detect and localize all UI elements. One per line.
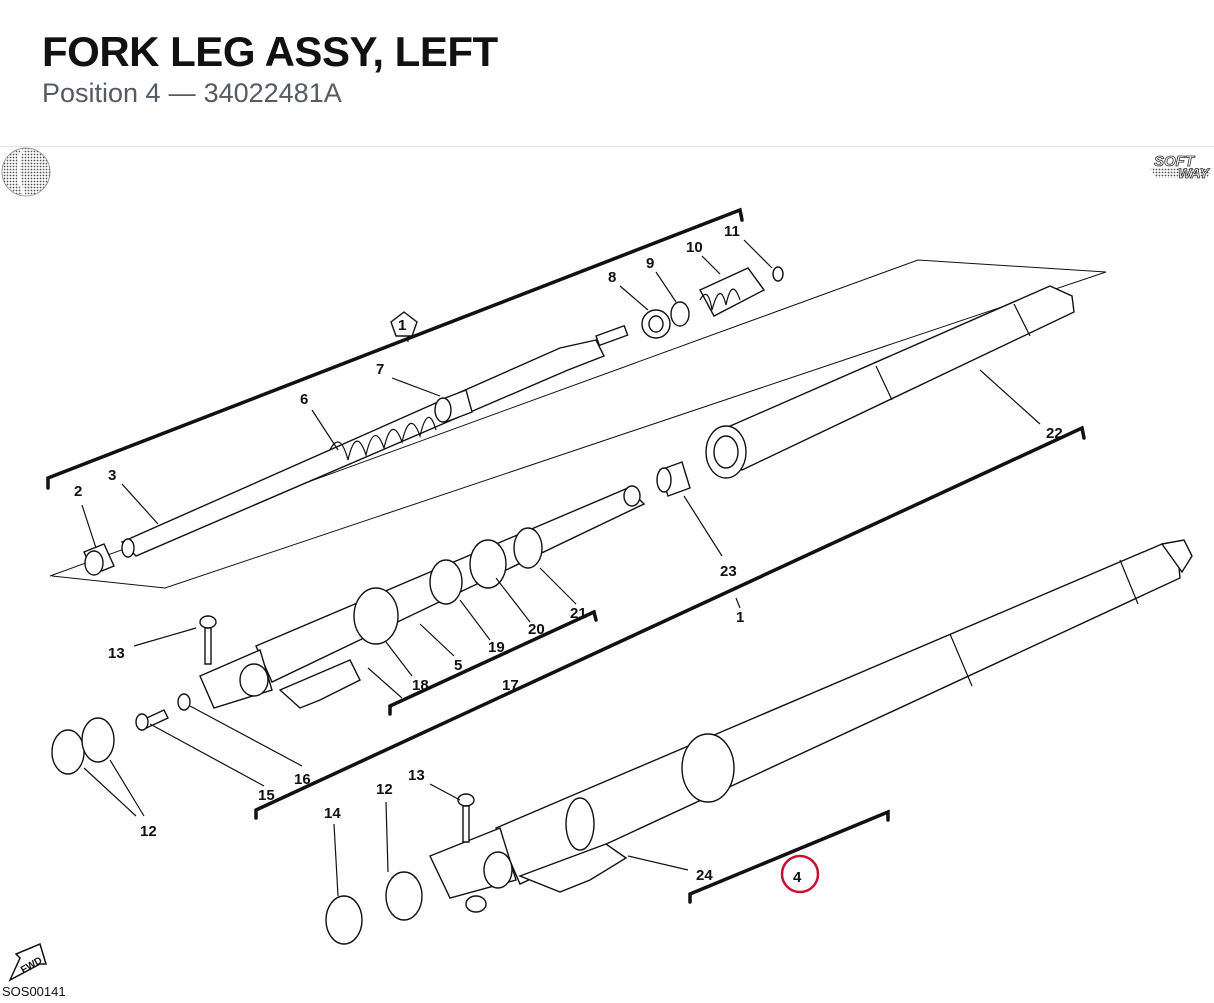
fwd-arrow-badge: FWD <box>8 942 48 982</box>
part-13-bolt-upper <box>199 615 217 665</box>
callout-3: 3 <box>108 467 116 484</box>
subtitle-separator: — <box>168 78 196 108</box>
callout-12-lower: 12 <box>376 781 393 798</box>
position-label: Position 4 <box>42 78 161 108</box>
callout-18: 18 <box>412 677 429 694</box>
callout-20: 20 <box>528 621 545 638</box>
callout-14: 14 <box>324 805 341 822</box>
callout-5: 5 <box>454 657 462 674</box>
callout-19: 19 <box>488 639 505 656</box>
assembly-bracket-4 <box>688 809 890 904</box>
part-17-inner-tube <box>255 485 646 683</box>
leader-lines <box>81 239 1041 897</box>
callout-12-upper: 12 <box>140 823 157 840</box>
callout-24: 24 <box>696 867 713 884</box>
part-14-clamp <box>325 895 363 945</box>
part-16-washer <box>177 693 191 711</box>
softway-logo-text-1: SOFT <box>1154 153 1196 170</box>
callout-2: 2 <box>74 483 82 500</box>
callout-21: 21 <box>570 605 587 622</box>
part-12-clamps-upper <box>51 717 115 775</box>
callout-7: 7 <box>376 361 384 378</box>
part-number: 34022481A <box>203 78 342 108</box>
part-7-collar <box>434 389 473 423</box>
callout-8: 8 <box>608 269 616 286</box>
callout-11: 11 <box>724 223 740 240</box>
part-8-bushing <box>641 309 671 339</box>
callout-16: 16 <box>294 771 311 788</box>
highlight-ring <box>780 854 820 894</box>
page-subtitle: Position 4—34022481A <box>42 78 342 109</box>
callout-9: 9 <box>646 255 654 272</box>
callout-13-upper: 13 <box>108 645 125 662</box>
part-10-spring <box>699 267 766 317</box>
callout-4: 4 <box>793 869 802 886</box>
callout-1: 1 <box>736 609 744 626</box>
part-13-bolt-lower <box>457 793 475 843</box>
drawing-code: SOS00141 <box>2 984 66 999</box>
part-4-assembled-leg <box>495 539 1193 885</box>
callout-23: 23 <box>720 563 737 580</box>
part-2-bushing <box>83 543 115 576</box>
alignment-lines <box>49 259 1107 589</box>
page-title: FORK LEG ASSY, LEFT <box>42 28 498 75</box>
callout-4-highlight[interactable]: 4 <box>780 854 820 894</box>
callout-labels: 2 3 6 7 8 9 10 11 22 23 1 21 20 19 5 17 … <box>74 223 1063 884</box>
callout-22: 22 <box>1046 425 1063 442</box>
assembly-bracket-1 <box>254 425 1086 820</box>
callout-6: 6 <box>300 391 308 408</box>
part-12-clamp-lower <box>385 871 423 921</box>
part-9-ring <box>670 301 690 327</box>
part-23-bushing <box>656 461 691 497</box>
subassembly-bracket-17 <box>388 609 598 716</box>
ducati-logo <box>1 147 51 197</box>
callout-13-lower: 13 <box>408 767 425 784</box>
callout-17: 17 <box>502 677 519 694</box>
callout-15: 15 <box>258 787 275 804</box>
page-header: FORK LEG ASSY, LEFT Position 4—34022481A <box>0 0 1214 146</box>
part-17-axle-clamp <box>199 649 361 709</box>
softway-logo: SOFT WAY <box>1150 153 1211 181</box>
kit-bracket-1 <box>46 207 744 490</box>
part-4-axle-clamp <box>429 827 628 913</box>
part-6-spring <box>329 416 437 461</box>
kit-marker: 1 <box>390 311 418 337</box>
part-15-screw <box>135 709 169 731</box>
header-divider <box>0 146 1214 147</box>
kit-marker-label: 1 <box>398 317 406 334</box>
softway-logo-text-2: WAY <box>1178 165 1211 181</box>
callout-10: 10 <box>686 239 703 256</box>
part-11-circlip <box>772 266 784 282</box>
part-22-outer-tube <box>705 285 1075 479</box>
